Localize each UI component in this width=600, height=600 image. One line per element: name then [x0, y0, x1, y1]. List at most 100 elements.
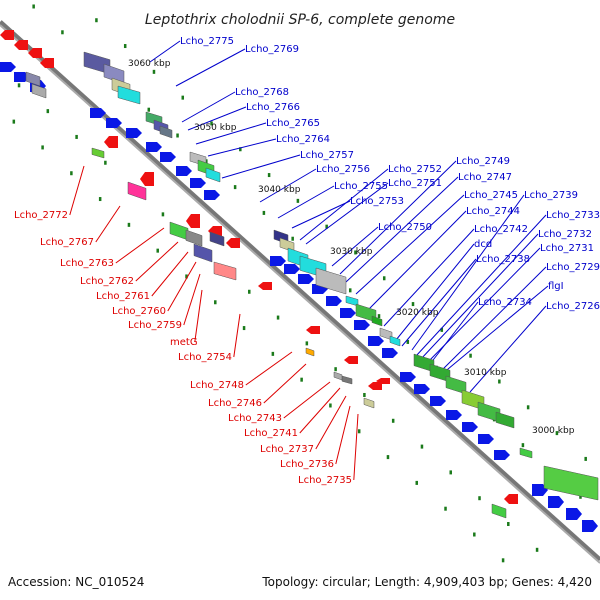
tick-dot: [61, 30, 64, 35]
reverse-gene-label: Lcho_2746: [208, 398, 262, 409]
tick-dot: [267, 173, 271, 178]
forward-gene-label: Lcho_2745: [464, 190, 518, 201]
gene-block: [341, 375, 353, 385]
forward-gene-label: Lcho_2729: [546, 262, 600, 273]
gene-arrow: [284, 264, 300, 274]
tick-dot: [296, 198, 300, 203]
gene-arrow: [190, 178, 206, 188]
tick-dot: [262, 210, 266, 215]
tick-dot: [579, 494, 582, 499]
tick-dot: [242, 326, 246, 331]
reverse-gene-label: Lcho_2772: [14, 210, 68, 221]
tick-dot: [507, 522, 510, 527]
forward-gene-label: Lcho_2769: [245, 44, 299, 55]
gene-block: [389, 335, 401, 347]
tick-dot: [521, 443, 525, 448]
kbp-label: 3060 kbp: [128, 59, 171, 69]
leader-line: [233, 313, 241, 358]
reverse-gene-label: Lcho_2741: [244, 428, 298, 439]
gene-arrow: [382, 348, 398, 358]
leader-line: [441, 285, 549, 375]
gene-block: [491, 503, 507, 519]
leader-line: [195, 122, 267, 145]
tick-dot: [276, 315, 280, 320]
tick-dot: [354, 250, 357, 255]
gene-block: [205, 167, 221, 183]
tick-dot: [210, 121, 213, 126]
kbp-label: 3030 kbp: [330, 247, 373, 257]
gene-arrow: [40, 58, 54, 68]
leader-line: [299, 387, 341, 434]
gene-block: [127, 181, 147, 201]
forward-gene-label: Lcho_2732: [538, 229, 592, 240]
tick-dot: [444, 506, 447, 511]
gene-arrow: [106, 118, 122, 128]
forward-gene-label: Lcho_2768: [235, 87, 289, 98]
tick-dot: [17, 83, 21, 88]
tick-dot: [46, 109, 50, 114]
tick-dot: [305, 341, 309, 346]
tick-dot: [214, 300, 217, 305]
reverse-gene-label: Lcho_2737: [260, 444, 314, 455]
gene-block: [91, 147, 105, 159]
tick-dot: [329, 403, 332, 408]
kbp-label: 3000 kbp: [532, 426, 575, 436]
tick-dot: [584, 456, 587, 461]
reverse-gene-labels: Lcho_2772Lcho_2767Lcho_2763Lcho_2762Lcho…: [14, 210, 352, 486]
forward-gene-labels: Lcho_2775Lcho_2769Lcho_2768Lcho_2766Lcho…: [180, 36, 600, 312]
tick-dot: [555, 431, 559, 436]
gene-block: [209, 231, 225, 247]
gene-arrow: [226, 238, 240, 248]
gene-arrow: [270, 256, 286, 266]
forward-gene-label: Lcho_2756: [316, 164, 370, 175]
gene-block: [25, 71, 41, 87]
gene-block: [519, 447, 533, 459]
leader-line: [263, 363, 307, 404]
gene-arrow: [104, 136, 118, 148]
leader-line: [259, 168, 317, 203]
forward-gene-label: Lcho_2744: [466, 206, 520, 217]
tick-dot: [239, 147, 242, 152]
forward-gene-label: Lcho_2765: [266, 118, 320, 129]
gene-arrow: [430, 396, 446, 406]
label-leader-lines: [69, 40, 549, 481]
reverse-gene-label: Lcho_2760: [112, 306, 166, 317]
gene-arrow: [204, 190, 220, 200]
forward-gene-label: Lcho_2764: [276, 134, 330, 145]
kbp-label: 3040 kbp: [258, 185, 301, 195]
leader-line: [305, 182, 389, 245]
forward-gene-label: Lcho_2738: [476, 254, 530, 265]
leader-line: [469, 305, 547, 393]
forward-gene-label: Lcho_2726: [546, 301, 600, 312]
gene-arrow: [494, 450, 510, 460]
tick-dot: [420, 444, 424, 449]
reverse-gene-label: Lcho_2767: [40, 237, 94, 248]
gene-arrow: [258, 282, 272, 290]
leader-line: [353, 413, 359, 481]
leader-line: [415, 214, 547, 357]
tick-dot: [377, 314, 381, 319]
tick-dot: [348, 288, 352, 293]
reverse-gene-label: Lcho_2759: [128, 320, 182, 331]
tick-dot: [300, 377, 303, 382]
accession-text: Accession: NC_010524: [8, 575, 144, 589]
tick-dot: [95, 18, 98, 23]
gene-block: [363, 397, 375, 409]
gene-arrow: [376, 378, 390, 384]
gene-block: [169, 221, 189, 241]
tick-dot: [233, 185, 237, 190]
tick-dot: [104, 160, 107, 165]
leader-line: [401, 258, 477, 347]
tick-dot: [156, 248, 159, 253]
tick-dot: [469, 353, 472, 358]
gene-arrow: [414, 384, 430, 394]
gene-arrow: [140, 172, 154, 186]
forward-gene-label: Lcho_2757: [300, 150, 354, 161]
gene-features: [0, 30, 599, 532]
tick-dot: [391, 418, 395, 423]
gene-block: [543, 465, 599, 501]
forward-gene-label: Lcho_2731: [540, 243, 594, 254]
leader-line: [194, 289, 203, 343]
